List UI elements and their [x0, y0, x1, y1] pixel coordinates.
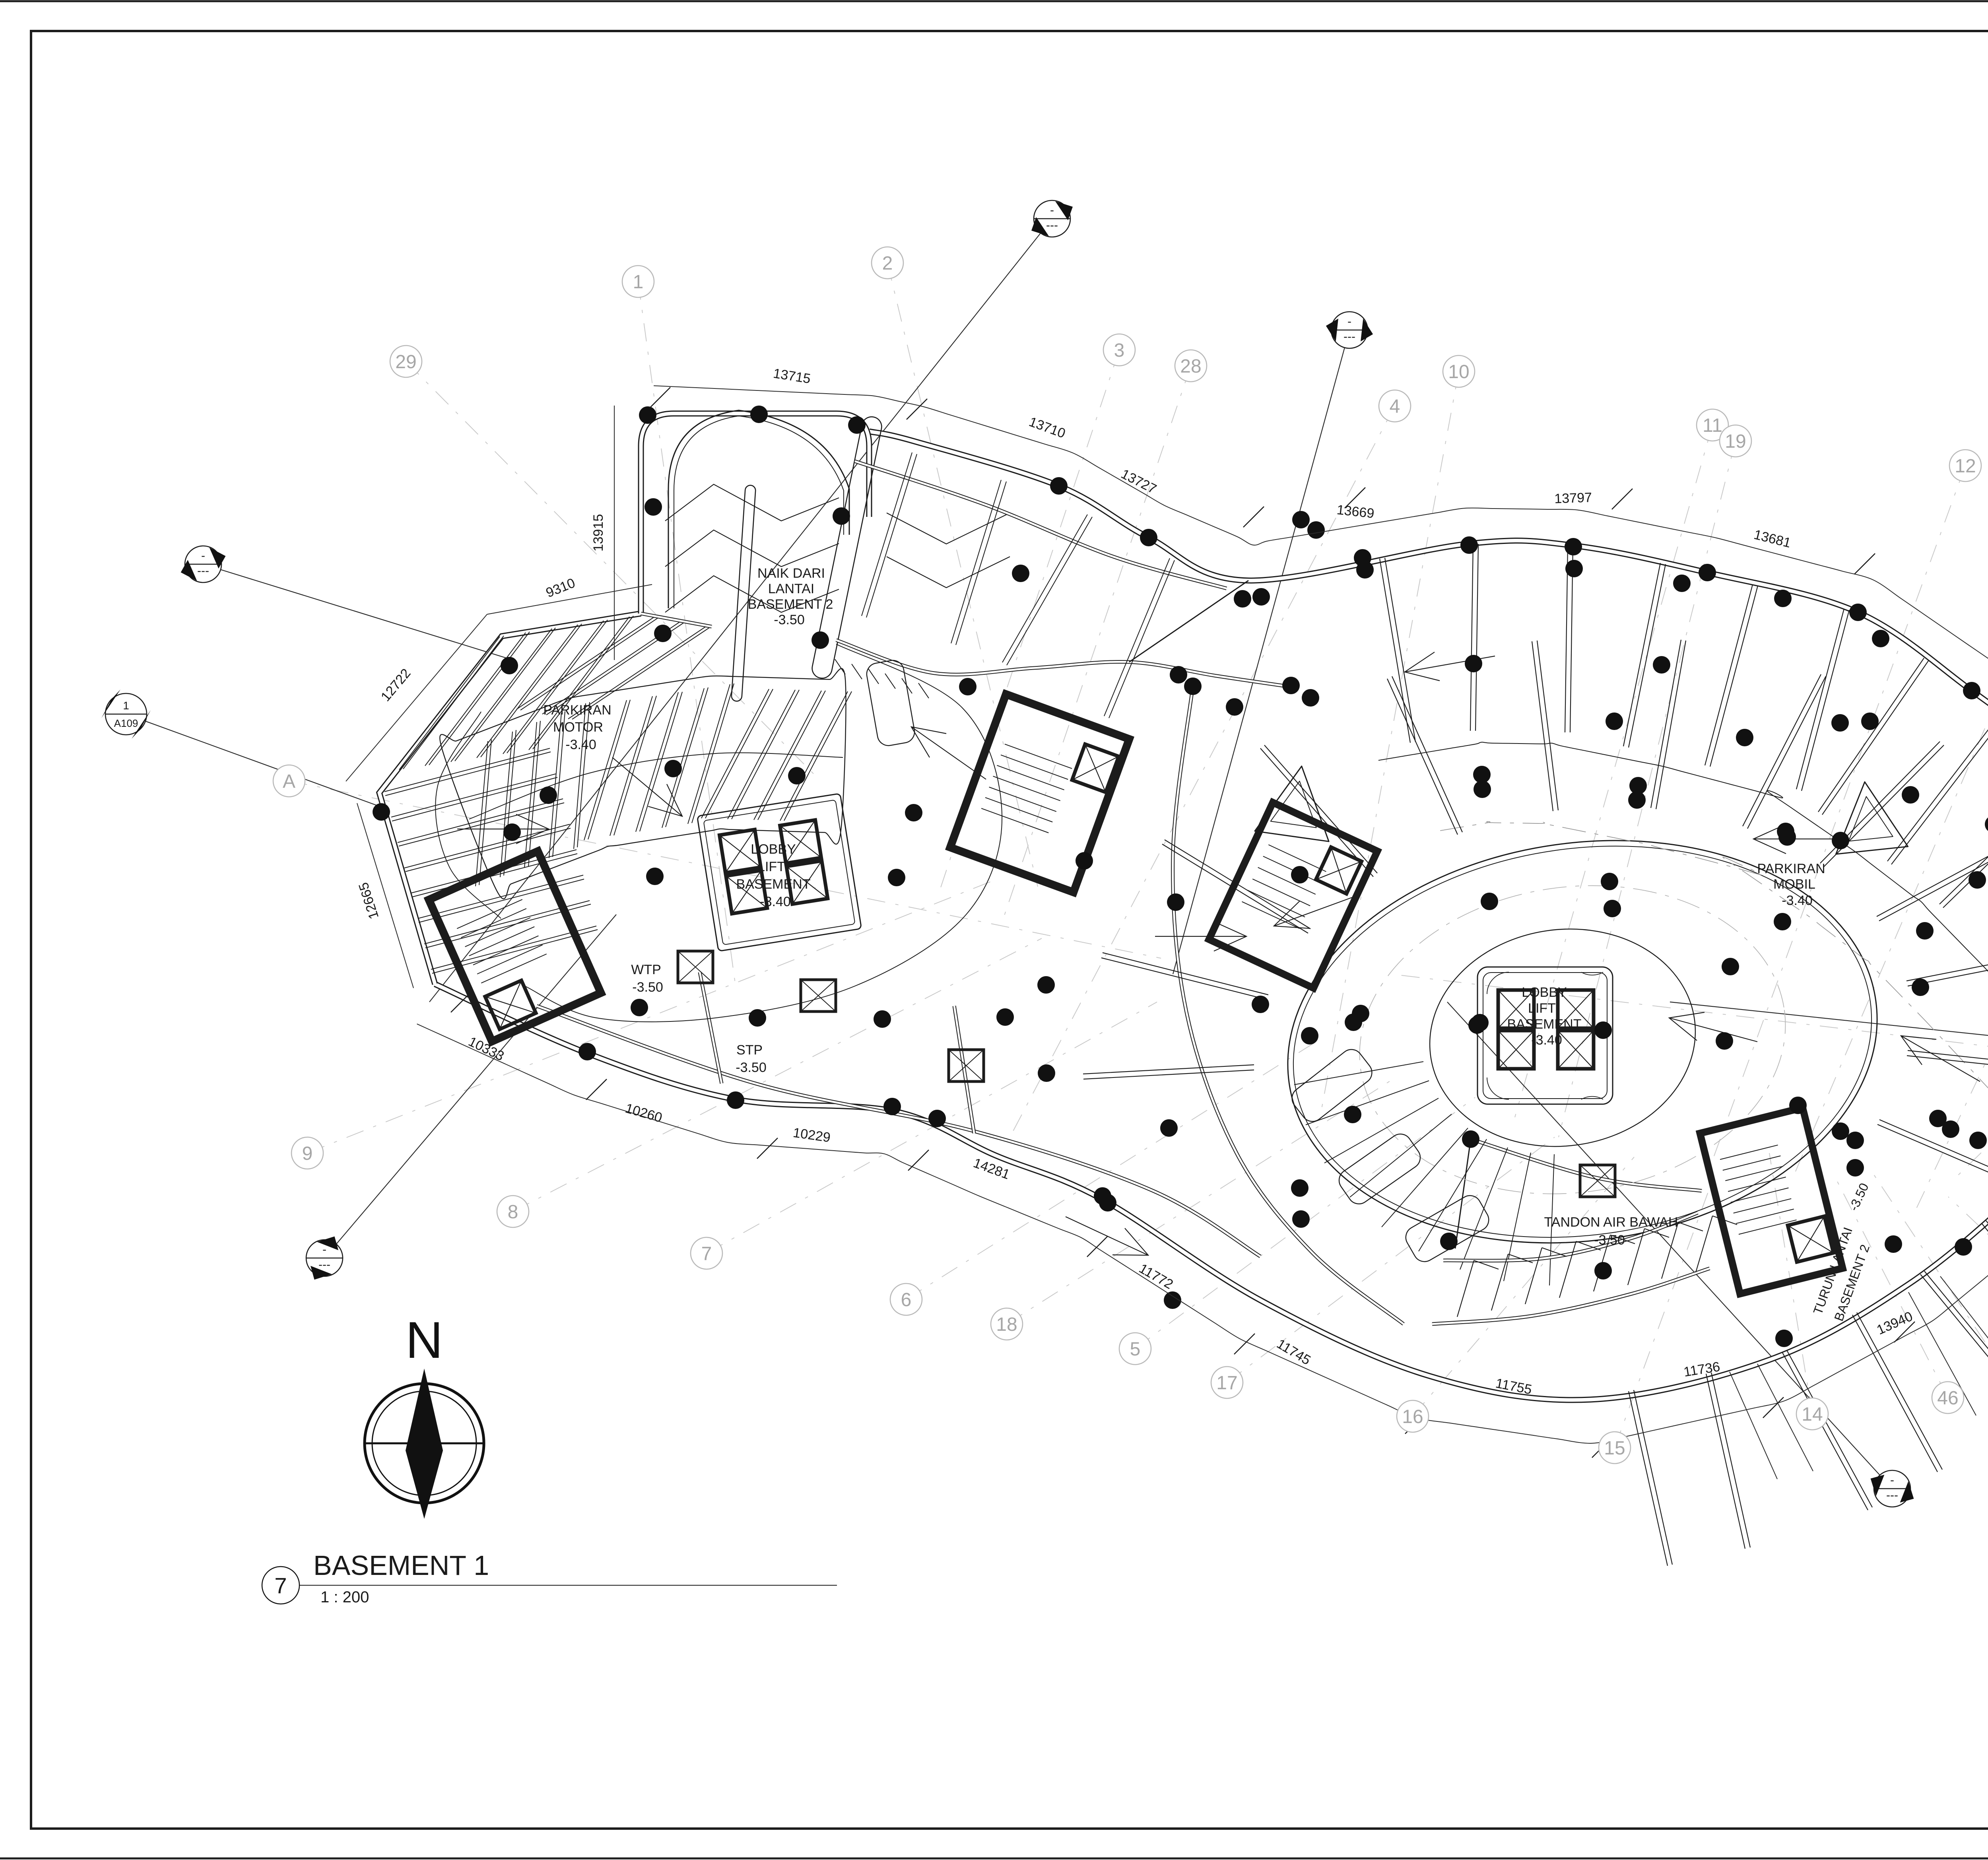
svg-text:STP: STP — [736, 1043, 763, 1058]
svg-text:16: 16 — [1402, 1406, 1423, 1427]
svg-text:-3.40: -3.40 — [1531, 1033, 1562, 1048]
svg-text:MOBIL: MOBIL — [1773, 877, 1815, 892]
svg-text:13915: 13915 — [591, 514, 606, 552]
svg-text:PARKIRAN: PARKIRAN — [543, 703, 611, 718]
svg-text:14: 14 — [1802, 1404, 1823, 1425]
svg-text:---: --- — [1343, 330, 1355, 343]
svg-text:1: 1 — [633, 272, 644, 293]
svg-text:12: 12 — [1955, 456, 1976, 477]
svg-text:---: --- — [1886, 1489, 1898, 1502]
svg-text:17: 17 — [1216, 1373, 1237, 1394]
svg-text:NAIK DARI: NAIK DARI — [757, 566, 825, 581]
svg-text:---: --- — [318, 1258, 330, 1271]
svg-text:1 : 200: 1 : 200 — [320, 1588, 369, 1606]
svg-text:8: 8 — [508, 1202, 518, 1223]
svg-text:-3.50: -3.50 — [632, 980, 663, 995]
svg-text:46: 46 — [1937, 1388, 1958, 1409]
svg-text:28: 28 — [1180, 356, 1201, 377]
svg-text:A: A — [283, 771, 295, 792]
svg-text:19: 19 — [1725, 431, 1746, 452]
svg-text:-3.40: -3.40 — [760, 894, 791, 909]
svg-text:A109: A109 — [114, 717, 138, 729]
svg-text:BASEMENT: BASEMENT — [1507, 1017, 1581, 1032]
svg-text:N: N — [406, 1311, 443, 1369]
svg-text:15: 15 — [1604, 1438, 1625, 1459]
svg-text:29: 29 — [395, 351, 416, 373]
svg-text:---: --- — [1046, 219, 1058, 232]
svg-text:-3.40: -3.40 — [1782, 893, 1813, 908]
svg-text:MOTOR: MOTOR — [553, 720, 603, 735]
svg-text:-3.50: -3.50 — [774, 612, 805, 627]
svg-text:-: - — [322, 1243, 326, 1256]
svg-text:LOBBY: LOBBY — [751, 842, 796, 857]
svg-text:BASEMENT 1: BASEMENT 1 — [313, 1550, 489, 1581]
svg-text:-: - — [1890, 1474, 1894, 1487]
svg-text:-3.50: -3.50 — [1594, 1233, 1625, 1248]
svg-text:LIFT: LIFT — [757, 859, 785, 874]
svg-text:2: 2 — [882, 253, 893, 274]
svg-text:9: 9 — [302, 1143, 313, 1164]
svg-text:PARKIRAN: PARKIRAN — [1757, 861, 1825, 876]
svg-text:WTP: WTP — [631, 962, 661, 977]
svg-text:7: 7 — [701, 1243, 712, 1264]
svg-text:3: 3 — [1114, 340, 1125, 361]
svg-text:5: 5 — [1130, 1339, 1141, 1360]
svg-text:-: - — [1050, 204, 1054, 217]
svg-text:LANTAI: LANTAI — [768, 581, 815, 596]
svg-text:LIFT: LIFT — [1528, 1001, 1556, 1016]
svg-text:TANDON AIR BAWAH: TANDON AIR BAWAH — [1544, 1215, 1678, 1230]
svg-text:13797: 13797 — [1554, 490, 1592, 506]
svg-text:18: 18 — [996, 1314, 1017, 1335]
svg-text:BASEMENT 2: BASEMENT 2 — [748, 597, 833, 612]
svg-text:1: 1 — [123, 699, 129, 712]
svg-text:11: 11 — [1703, 415, 1722, 436]
svg-text:-: - — [1347, 315, 1351, 328]
svg-text:10: 10 — [1448, 361, 1469, 382]
svg-text:LOBBY: LOBBY — [1522, 985, 1567, 1000]
svg-text:-: - — [201, 549, 205, 562]
svg-text:4: 4 — [1390, 396, 1400, 417]
svg-text:6: 6 — [901, 1289, 912, 1311]
svg-text:7: 7 — [274, 1573, 287, 1598]
svg-text:BASEMENT: BASEMENT — [736, 877, 810, 892]
svg-text:---: --- — [197, 564, 209, 577]
svg-text:-3.50: -3.50 — [736, 1060, 767, 1075]
svg-text:-3.40: -3.40 — [565, 737, 596, 752]
